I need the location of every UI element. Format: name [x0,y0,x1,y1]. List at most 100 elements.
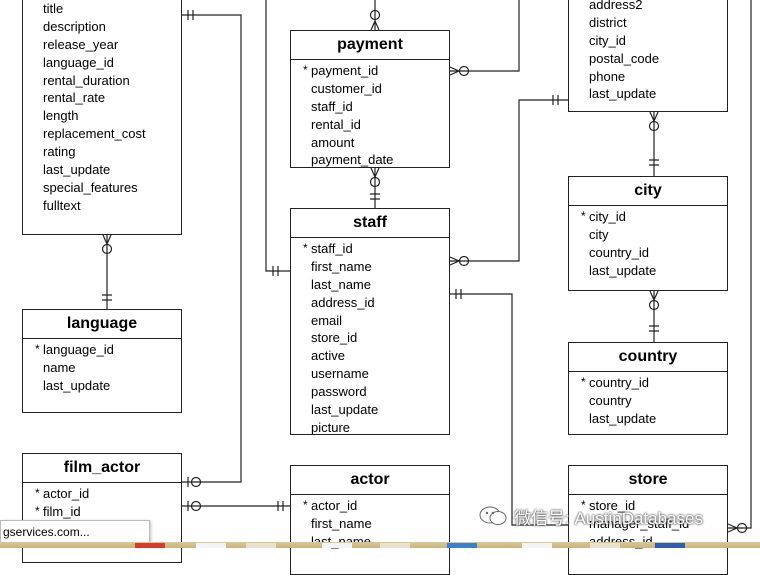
column-name: rental_rate [43,90,106,106]
column-row: *film_id [23,503,181,521]
column-name: password [311,384,367,400]
column-list: *actor_id *film_id [23,483,181,521]
one-mandatory-marker [102,294,112,301]
column-row: postal_code [569,50,727,68]
column-row: length [23,107,181,125]
column-name: store_id [311,330,358,346]
column-name: film_id [43,503,81,519]
column-row: address_id [291,294,449,312]
column-row: address2 [569,0,727,14]
column-row: rental_rate [23,89,181,107]
table-actor[interactable]: actor *actor_id first_name last_name [290,465,450,575]
column-row: description [23,18,181,36]
column-name: actor_id [311,498,358,513]
relationship-lines [101,0,752,534]
column-name: city_id [589,32,626,48]
column-row: first_name [291,515,449,533]
column-row: title [23,0,181,18]
column-row: store_id [291,329,449,347]
taskbar-button[interactable] [246,543,276,548]
taskbar-button[interactable] [322,543,352,548]
one-mandatory-marker [277,501,284,511]
table-title: payment [291,31,449,60]
column-row: language_id [23,54,181,72]
column-row: last_update [569,262,727,280]
column-name: actor_id [43,486,90,501]
table-title: city [569,177,727,206]
taskbar-button[interactable] [380,543,410,548]
column-row: replacement_cost [23,125,181,143]
column-row: *actor_id [291,497,449,515]
column-name: last_update [43,162,111,178]
er-diagram-canvas: title description release_year language_… [22,0,752,575]
table-title: actor [291,466,449,495]
column-row: *city_id [569,208,727,226]
column-row: country_id [569,244,727,262]
column-name: postal_code [589,50,660,66]
watermark: 微信号: AustinDatabases [478,502,703,530]
column-list: *store_id manager_staff_id address_id [569,495,727,551]
column-name: address_id [311,294,375,310]
column-row: last_name [291,276,449,294]
taskbar-button[interactable] [196,543,226,548]
table-film[interactable]: title description release_year language_… [22,0,182,235]
column-name: description [43,18,106,34]
one-mandatory-marker [455,289,462,299]
column-row: *country_id [569,374,727,392]
taskbar-button[interactable] [447,543,477,548]
column-name: address2 [589,0,643,12]
column-row: name [23,359,181,377]
column-name: first_name [311,258,372,274]
table-staff[interactable]: staff *staff_id first_name last_name add… [290,208,450,435]
column-name: phone [589,68,626,84]
column-row: staff_id [291,98,449,116]
zero-marker [369,9,381,21]
taskbar-button[interactable] [522,543,552,548]
column-list: *language_id name last_update [23,339,181,395]
taskbar-button[interactable] [135,543,165,548]
relationship-line [450,0,520,72]
one-mandatory-marker [552,95,559,105]
column-row: phone [569,68,727,86]
zero-marker [190,500,202,512]
taskbar-button[interactable] [655,543,685,548]
column-name: name [43,359,76,375]
column-name: picture [311,419,351,435]
table-country[interactable]: country *country_id country last_update [568,342,728,435]
column-name: payment_date [311,152,394,168]
column-name: customer_id [311,80,382,96]
column-row: last_update [23,161,181,179]
table-address[interactable]: address2 district city_id postal_code ph… [568,0,728,112]
column-name: last_update [311,402,379,418]
column-name: replacement_cost [43,126,146,142]
zero-marker [369,176,381,188]
zero-marker [648,120,660,132]
primary-key-marker: * [35,486,40,500]
column-row: manager_staff_id [569,515,727,533]
column-name: staff_id [311,241,353,256]
column-name: last_name [311,276,371,292]
zero-marker [458,65,470,77]
relationship-line [728,0,752,529]
column-row: email [291,312,449,330]
primary-key-marker: * [581,498,586,512]
column-row: last_update [23,377,181,395]
column-name: staff_id [311,98,353,114]
column-name: payment_id [311,63,379,78]
column-row: last_update [569,410,727,428]
column-name: last_update [589,86,657,102]
primary-key-marker: * [35,342,40,356]
table-payment[interactable]: payment *payment_id customer_id staff_id… [290,30,450,168]
column-name: district [589,14,627,30]
column-name: rental_id [311,116,361,132]
primary-key-marker: * [303,498,308,512]
table-language[interactable]: language *language_id name last_update [22,309,182,413]
zero-marker [458,255,470,267]
primary-key-marker: * [581,375,586,389]
table-title: country [569,343,727,372]
table-city[interactable]: city *city_id city country_id last_updat… [568,176,728,291]
column-list: *staff_id first_name last_name address_i… [291,238,449,437]
taskbar-button[interactable] [590,543,620,548]
column-list: *city_id city country_id last_update [569,206,727,280]
primary-key-marker: * [581,209,586,223]
